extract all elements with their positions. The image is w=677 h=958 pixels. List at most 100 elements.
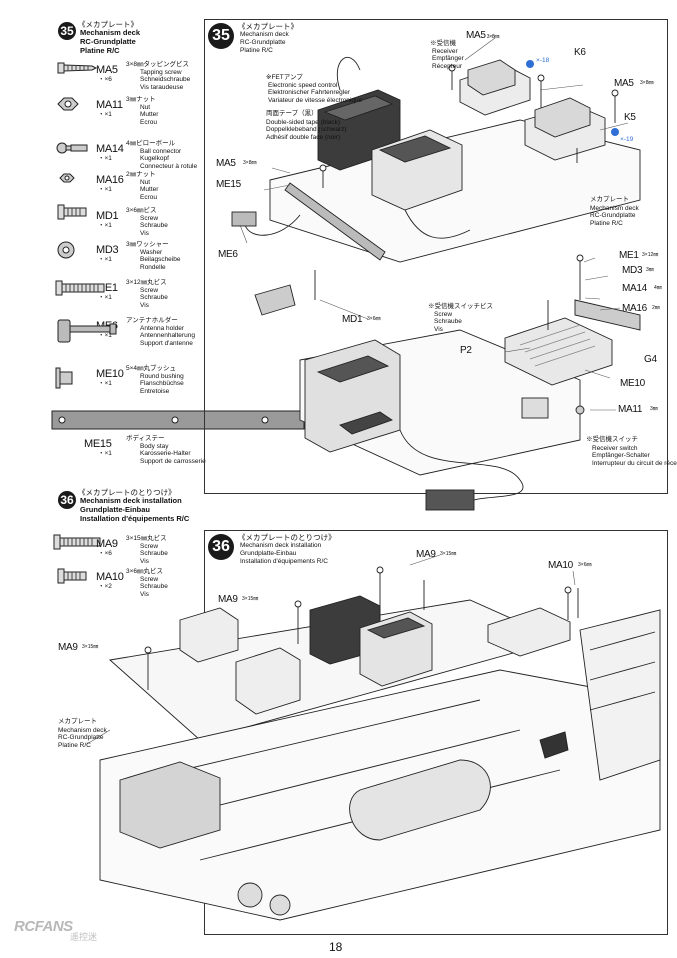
label-ma5-a: MA5 3×8㎜ [466,30,500,41]
small-nut-icon [59,173,75,183]
switch-screw-jp: ※受信機スイッチビス [428,303,493,310]
label-ma16-size: 2㎜ [652,305,660,311]
part-description: Schraube [140,583,168,591]
part-description: Screw [140,215,159,222]
label-p2: P2 [460,345,472,356]
diagram-36-title-en: Mechanism deck installation [240,542,322,549]
part-description: Ecrou [140,193,157,201]
part-size: 3×8㎜タッピングビス [126,61,190,68]
part-code-ma14: MA14 [96,143,124,155]
part-code-ma11: MA11 [96,99,123,111]
part-qty: ・×1 [98,294,112,301]
part-description: Mutter [140,186,159,194]
note-line: Mechanism deck [58,727,107,734]
label-ma14: MA14 [622,283,647,294]
part-description: Vis [140,229,149,237]
label-md3-size: 3㎜ [646,267,654,273]
diagram-36-title-jp: 《メカプレートのとりつけ》 [238,533,336,542]
part-qty: ・×1 [98,450,112,457]
part-code-ma10: MA10 [96,571,124,583]
part-size: アンテナホルダー [126,317,178,324]
watermark-logo: RCFANS [14,918,73,935]
note-line: Adhésif double face (noir) [266,133,341,141]
diagram-36-frame [204,530,668,935]
note-line: Elektronischer Fahrtenregler [268,89,351,97]
part-size: 2㎜ナット [126,171,156,178]
part-code-me15: ME15 [84,438,112,450]
part-description: Schraube [140,294,168,302]
note-line: Schraube [434,318,462,326]
part-description: Schneidschraube [140,76,191,84]
part-code-md3: MD3 [96,244,119,256]
md1-screw-icon [57,204,87,220]
diagram-35-title-fr: Platine R/C [240,47,273,54]
part-size: ボディステー [126,435,165,442]
label-ma11: MA11 [618,404,643,415]
part-description: Schraube [140,550,168,558]
step-35-title-fr: Platine R/C [80,46,120,55]
label-k6: K6 [574,47,586,58]
part-qty: ・×6 [98,550,112,557]
step-36-title-jp: 《メカプレートのとりつけ》 [78,488,176,497]
step-35-title-jp: 《メカプレート》 [78,20,138,29]
ma9-screw-icon [53,534,101,550]
part-description: Rondelle [140,263,166,271]
label-me1-size: 3×12㎜ [642,252,659,258]
note-line: Receiver switch [592,445,638,452]
tapping-screw-icon [57,62,98,74]
receiver-jp: ※受信機 [430,40,456,47]
part-qty: ・×2 [98,583,112,590]
note-line: Electronic speed control [268,82,338,89]
ma10-screw-icon [57,568,87,584]
label-x18: ×-18 [536,57,550,64]
label-ma9-a-size: 3×15㎜ [440,551,457,557]
diagram-35-title-en: Mechanism deck [240,31,289,38]
step-35-title-en: Mechanism deck [80,28,141,37]
nut-icon [57,97,79,111]
label-md3: MD3 [622,265,643,276]
part-description: Nut [140,179,151,186]
tape-jp: 両面テープ（黒） [266,110,318,117]
part-qty: ・×6 [98,76,112,83]
part-size: 3㎜ワッシャー [126,241,169,248]
diagram-36-title-de: Grundplatte-Einbau [240,550,297,557]
label-md1: MD1 [342,314,363,325]
label-ma9-b: MA9 [218,594,238,605]
part-code-ma9: MA9 [96,538,118,550]
part-code-me6: ME6 [96,320,118,332]
deck-jp-35: メカプレート [590,196,629,203]
part-size: 3×12㎜丸ビス [126,279,167,286]
diagram-36-title-fr: Installation d'équipements R/C [240,558,328,565]
washer-icon [57,241,75,259]
label-ma11-size: 3㎜ [650,406,658,412]
part-code-ma16: MA16 [96,174,124,186]
note-line: Platine R/C [590,219,623,227]
label-md1-size: 3×6㎜ [367,316,381,322]
label-ma9-a: MA9 [416,549,436,560]
part-qty: ・×1 [98,222,112,229]
part-description: Vis [140,557,149,565]
part-qty: ・×1 [98,155,112,162]
part-qty: ・×1 [98,256,112,263]
note-line: RC-Grundplatte [590,212,636,220]
part-description: Vis [140,301,149,309]
step-36-badge: 36 [58,491,76,509]
note-line: Empfänger [432,55,464,63]
watermark-cn: 遥控迷 [70,932,98,942]
part-description: Karosserie-Halter [140,450,191,458]
label-ma10-size: 3×6㎜ [578,562,592,568]
part-size: 3×6㎜ビス [126,207,157,214]
part-description: Connecteur à rotule [140,162,198,170]
ball-connector-icon [56,142,88,154]
part-description: Antennenhalterung [140,332,195,340]
deck-jp-36: メカプレート [58,718,97,725]
part-description: Vis taraudeuse [140,83,184,91]
note-line: Screw [434,311,453,318]
part-description: Support de carrosserie [140,457,206,465]
switch-jp: ※受信機スイッチ [586,436,638,443]
part-description: Kugelkopf [140,155,169,163]
label-ma16: MA16 [622,303,647,314]
